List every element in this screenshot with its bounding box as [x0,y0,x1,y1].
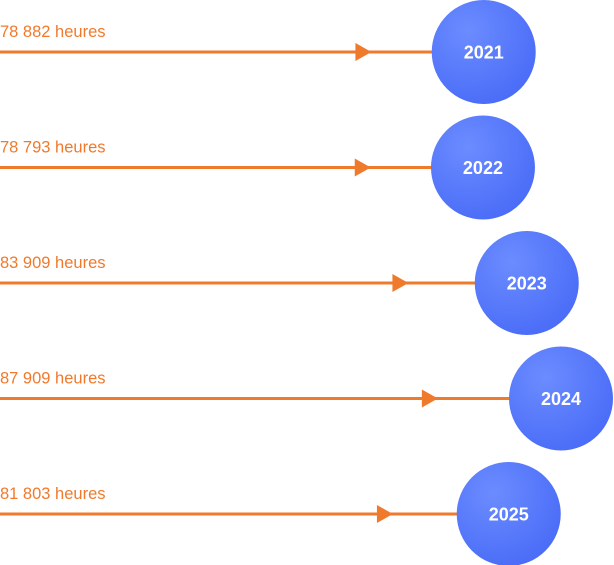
arrow-icon [376,505,393,523]
value-label: 87 909 heures [0,370,106,388]
value-label: 83 909 heures [0,254,106,272]
bar-row: 78 882 heures 2021 [0,0,536,104]
value-label: 78 793 heures [0,139,106,157]
bar-row: 78 793 heures 2022 [0,115,535,220]
year-label: 2021 [464,43,504,63]
year-circle [474,231,579,335]
value-label: 81 803 heures [0,485,106,503]
bar-row: 81 803 heures 2025 [0,462,561,565]
arrow-icon [355,43,372,61]
bar-row: 83 909 heures 2023 [0,231,579,335]
arrow-icon [392,274,409,292]
year-label: 2023 [507,274,547,294]
year-label: 2024 [541,389,581,409]
year-label: 2022 [463,158,503,178]
arrow-icon [354,158,371,177]
year-circle [509,346,613,451]
year-label: 2025 [489,505,529,525]
year-circle [431,0,536,104]
bar-row: 87 909 heures 2024 [0,346,613,451]
year-circle [430,115,535,220]
year-circle [456,462,561,565]
value-label: 78 882 heures [0,23,106,41]
arrow-icon [421,389,438,408]
